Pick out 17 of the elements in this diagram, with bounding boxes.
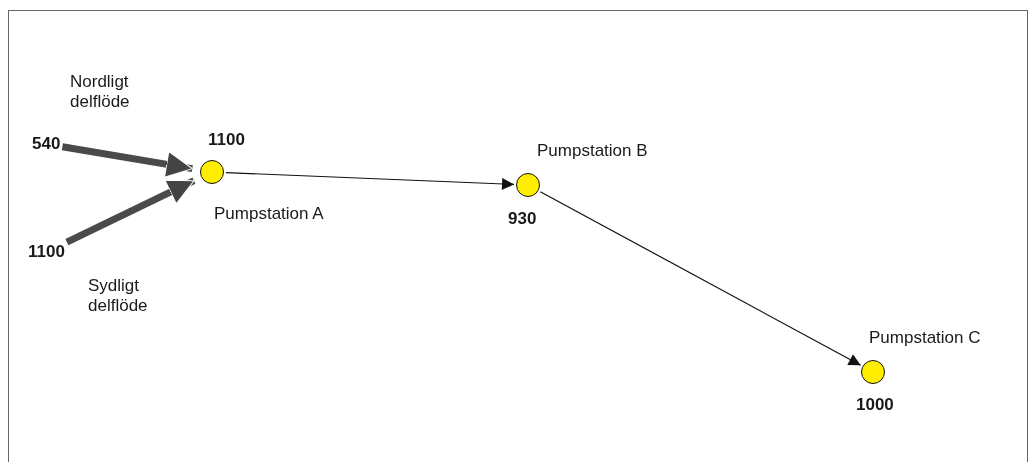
station-label: Pumpstation B bbox=[537, 141, 648, 161]
flow-value: 1100 bbox=[28, 242, 65, 262]
flow-arrow bbox=[61, 143, 193, 178]
flow-label: Sydligt delflöde bbox=[88, 276, 149, 316]
arrow bbox=[225, 172, 515, 190]
arrow bbox=[539, 191, 862, 366]
station-circle bbox=[200, 160, 224, 184]
station-label: Pumpstation C bbox=[869, 328, 981, 348]
flow-value: 1100 bbox=[208, 130, 245, 150]
station-label: Pumpstation A bbox=[214, 204, 324, 224]
flow-arrow bbox=[65, 177, 196, 246]
station-circle bbox=[861, 360, 885, 384]
flow-value: 930 bbox=[508, 209, 537, 229]
flow-value: 1000 bbox=[856, 395, 894, 415]
flow-label: Nordligt delflöde bbox=[70, 72, 131, 112]
station-circle bbox=[516, 173, 540, 197]
flow-value: 540 bbox=[32, 134, 61, 154]
